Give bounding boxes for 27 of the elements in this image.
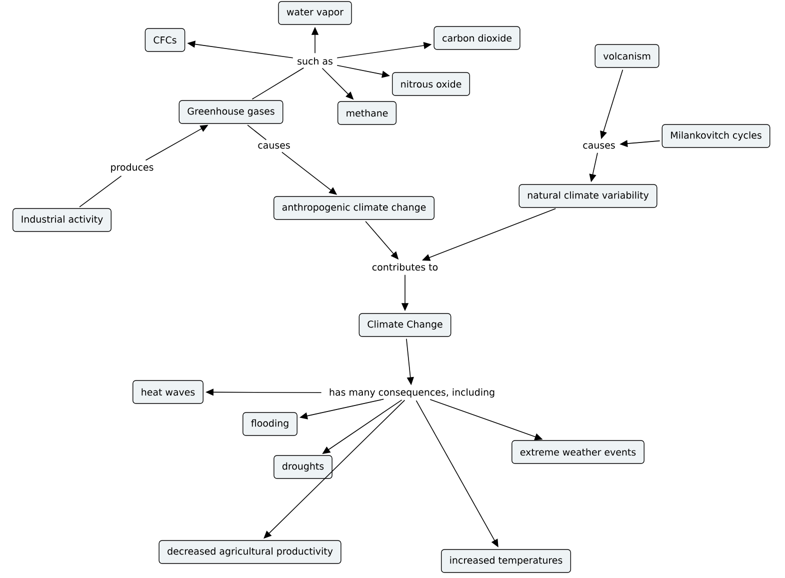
concept-box: decreased agricultural productivity xyxy=(158,540,342,564)
linking-phrase: such as xyxy=(295,55,335,67)
concept-box: CFCs xyxy=(144,28,186,52)
concept-box: Climate Change xyxy=(358,313,452,337)
concept-box: extreme weather events xyxy=(512,440,644,464)
concept-box: methane xyxy=(337,101,397,125)
concept-box: water vapor xyxy=(278,1,352,25)
concept-box: droughts xyxy=(274,455,332,479)
concept-box: heat waves xyxy=(132,380,204,404)
linking-phrase: causes xyxy=(256,141,292,151)
concept-box: carbon dioxide xyxy=(434,26,520,50)
concept-box: Greenhouse gases xyxy=(178,100,284,124)
linking-phrase: contributes to xyxy=(370,261,440,273)
linking-phrase: has many consequences, including xyxy=(324,387,500,399)
concept-box: flooding xyxy=(242,412,298,436)
concept-box: increased temperatures xyxy=(440,549,572,573)
concept-box: nitrous oxide xyxy=(392,72,470,96)
connector-line xyxy=(247,124,267,140)
concept-box: Milankovitch cycles xyxy=(662,124,770,148)
connector-line xyxy=(79,176,122,208)
concept-box: Industrial activity xyxy=(12,208,112,232)
concept-box: volcanism xyxy=(594,44,660,68)
concept-box: natural climate variability xyxy=(518,184,658,208)
linking-phrase: produces xyxy=(108,161,156,175)
linking-phrase: causes xyxy=(580,141,618,151)
connector-line xyxy=(252,68,304,100)
concept-box: anthropogenic climate change xyxy=(274,196,435,220)
